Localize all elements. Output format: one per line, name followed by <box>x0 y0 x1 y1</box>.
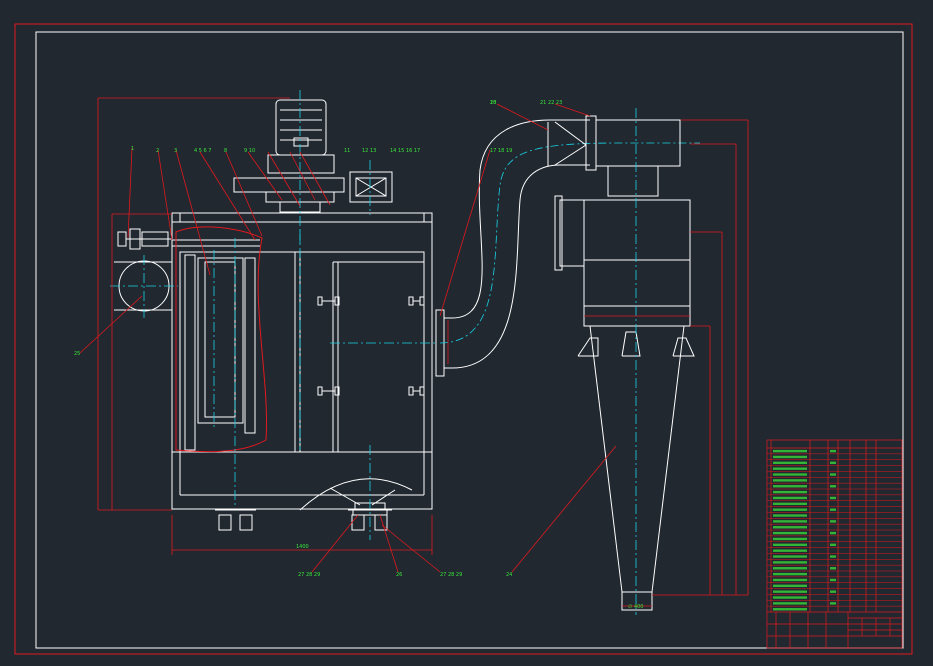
title-row-qty <box>830 602 836 605</box>
label-18: 18 <box>490 100 496 106</box>
title-row-entry <box>773 531 807 535</box>
title-row-entry <box>773 602 807 605</box>
title-row-entry <box>773 479 807 482</box>
title-row-entry <box>773 461 807 465</box>
label-9-10: 9 10 <box>244 148 255 154</box>
label-20: 20 <box>490 100 496 106</box>
label-25: 25 <box>74 351 80 357</box>
cyclone <box>554 115 695 611</box>
label-12-13: 12 13 <box>362 148 376 154</box>
title-row-entry <box>773 502 807 506</box>
title-row-qty <box>830 567 836 570</box>
label-24: 24 <box>506 572 512 578</box>
label-26: 26 <box>396 572 402 578</box>
label-4-7: 4 5 6 7 <box>194 148 212 154</box>
dim-overall-width: 1400 <box>296 544 309 550</box>
title-row-entry <box>773 590 807 593</box>
label-8: 8 <box>224 148 227 154</box>
label-3: 3 <box>174 148 177 154</box>
label-21-23: 21 22 23 <box>540 100 562 106</box>
title-row-qty <box>830 461 836 465</box>
title-row-entry <box>773 449 807 453</box>
title-row-qty <box>830 555 836 558</box>
title-row-qty <box>830 531 836 535</box>
centerlines <box>110 90 436 540</box>
leader-labels: 1 2 3 4 5 6 7 8 9 10 11 12 13 14 15 16 1… <box>74 100 562 578</box>
dimension-text: 1400 ∅ 400 <box>296 544 644 610</box>
title-row-entry <box>773 526 807 529</box>
title-row-entry <box>773 496 807 500</box>
title-row-entry <box>773 490 807 494</box>
title-row-entry <box>773 514 807 517</box>
title-row-entry <box>773 578 807 582</box>
filter-bag-outline <box>175 226 267 453</box>
label-27-29-left: 27 28 29 <box>298 572 320 578</box>
title-row-qty <box>830 508 836 511</box>
title-row-entry <box>773 467 807 470</box>
title-block-rows <box>767 449 902 611</box>
title-row-entry <box>773 508 807 511</box>
title-row-entry <box>773 608 807 611</box>
title-row-qty <box>830 543 836 547</box>
title-row-entry <box>773 555 807 558</box>
title-row-qty <box>830 449 836 453</box>
title-row-entry <box>773 455 807 459</box>
label-27-29-right: 27 28 29 <box>440 572 462 578</box>
title-row-entry <box>773 520 807 523</box>
title-block <box>766 439 903 649</box>
title-row-entry <box>773 561 807 564</box>
dim-outlet-width: ∅ 400 <box>628 604 644 610</box>
label-2: 2 <box>156 148 159 154</box>
title-row-qty <box>830 473 836 476</box>
title-row-entry <box>773 543 807 547</box>
label-17-19: 17 18 19 <box>490 148 512 154</box>
title-row-entry <box>773 572 807 576</box>
title-row-entry <box>773 473 807 476</box>
duct-centerline <box>439 142 700 344</box>
title-row-entry <box>773 567 807 570</box>
outer-frame <box>14 23 913 655</box>
title-row-entry <box>773 485 807 488</box>
title-row-entry <box>773 584 807 588</box>
inner-frame <box>35 31 904 649</box>
label-14-17: 14 15 16 17 <box>390 148 420 154</box>
title-row-qty <box>830 485 836 488</box>
title-row-qty <box>830 496 836 500</box>
label-11: 11 <box>344 148 350 154</box>
title-row-entry <box>773 549 807 552</box>
label-1: 1 <box>131 146 134 152</box>
title-row-qty <box>830 578 836 582</box>
dimension-lines <box>79 97 749 607</box>
title-row-entry <box>773 596 807 599</box>
title-row-qty <box>830 520 836 523</box>
title-row-entry <box>773 537 807 541</box>
title-row-qty <box>830 590 836 593</box>
